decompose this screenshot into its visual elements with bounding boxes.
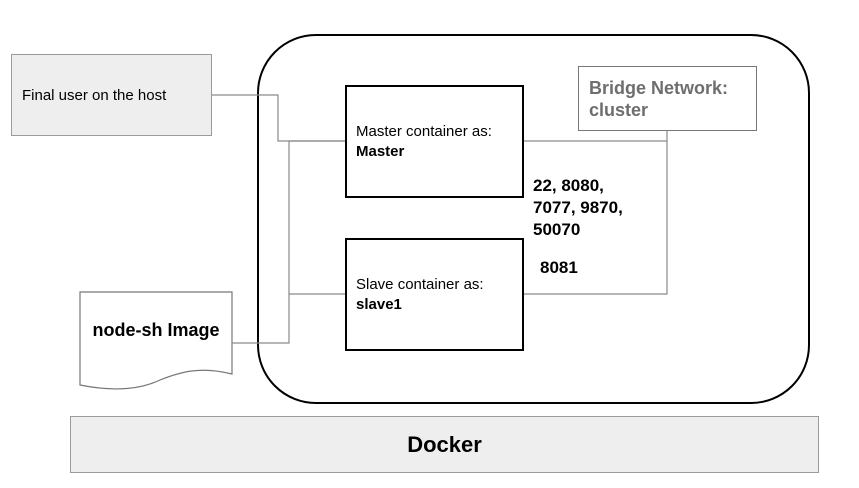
slave-container-name: slave1 — [356, 295, 402, 313]
master-to-bridge-connector — [524, 131, 668, 142]
slave-ports-label: 8081 — [540, 258, 578, 277]
master-container-box: Master container as: Master — [345, 85, 524, 198]
final-user-box: Final user on the host — [11, 54, 212, 136]
master-container-name: Master — [356, 142, 405, 160]
master-ports-label: 22, 8080, 7077, 9870, 50070 — [533, 175, 663, 241]
bridge-network-title: Bridge Network: — [589, 78, 729, 98]
docker-host-boundary — [257, 34, 810, 404]
docker-label: Docker — [407, 431, 482, 457]
slave-container-box: Slave container as: slave1 — [345, 238, 524, 351]
master-port-line: 22, 8080, — [533, 176, 604, 195]
bridge-network-box: Bridge Network: cluster — [578, 66, 757, 131]
slave-to-bridge-connector — [524, 141, 668, 295]
slave-container-caption: Slave container as: — [356, 275, 484, 293]
bridge-network-name: cluster — [589, 100, 649, 120]
docker-bar: Docker — [70, 416, 819, 473]
master-container-caption: Master container as: — [356, 122, 492, 140]
image-label: node-sh Image — [92, 320, 220, 340]
user-to-master-connector — [212, 94, 345, 142]
final-user-label: Final user on the host — [22, 86, 167, 104]
master-port-line: 7077, 9870, — [533, 198, 623, 217]
image-document-shape — [79, 291, 233, 390]
image-to-master-connector — [232, 140, 345, 344]
master-port-line: 50070 — [533, 220, 581, 239]
